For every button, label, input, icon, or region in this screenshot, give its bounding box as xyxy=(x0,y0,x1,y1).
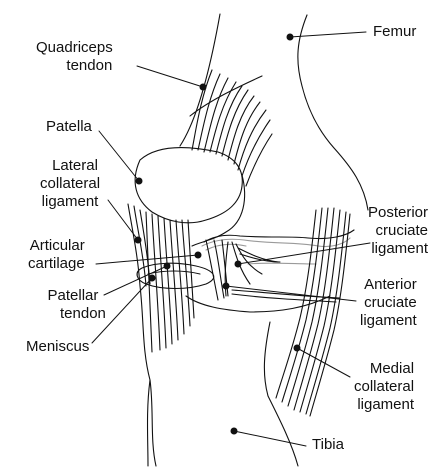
label-line: Lateral xyxy=(52,157,98,174)
label-line: Quadriceps xyxy=(36,39,113,56)
label-line: cruciate xyxy=(375,222,429,239)
meniscus-shape xyxy=(136,262,215,290)
label-line: Posterior xyxy=(368,204,429,221)
label-line: cartilage xyxy=(28,255,85,272)
medial-collateral-ligament-shape xyxy=(275,207,351,417)
label-line: ligament xyxy=(371,240,429,257)
label-medial-collateral-ligament: Medial collateral ligament xyxy=(354,360,414,414)
label-line: ligament xyxy=(41,193,99,210)
label-anterior-cruciate-ligament: Anterior cruciate ligament xyxy=(360,276,417,330)
label-line: tendon xyxy=(66,57,113,74)
label-articular-cartilage: Articular cartilage xyxy=(28,237,85,273)
label-meniscus: Meniscus xyxy=(26,338,89,356)
label-patellar-tendon: Patellar tendon xyxy=(40,287,106,323)
femur-outline xyxy=(179,13,369,211)
patella-shape xyxy=(134,147,243,224)
label-posterior-cruciate-ligament: Posterior cruciate ligament xyxy=(368,204,428,258)
cruciate-ligaments xyxy=(205,239,341,303)
label-line: Medial xyxy=(369,360,415,377)
label-line: Patella xyxy=(46,118,92,135)
leader-dots xyxy=(134,33,301,435)
label-line: collateral xyxy=(354,378,415,395)
label-line: Meniscus xyxy=(26,338,90,355)
label-line: cruciate xyxy=(364,294,417,311)
femoral-condyle xyxy=(191,174,246,247)
label-line: Patellar xyxy=(47,287,99,304)
leader-lines xyxy=(91,31,371,447)
femoral-condyle-inner xyxy=(203,229,355,243)
label-quadriceps-tendon: Quadriceps tendon xyxy=(36,39,113,75)
label-tibia: Tibia xyxy=(312,436,344,454)
label-line: Anterior xyxy=(364,276,417,293)
label-line: tendon xyxy=(60,305,106,322)
label-femur: Femur xyxy=(373,23,416,41)
label-line: Articular xyxy=(29,237,85,254)
label-line: Tibia xyxy=(312,436,344,453)
quadriceps-tendon-fibres xyxy=(189,69,273,187)
label-line: ligament xyxy=(360,312,417,329)
label-line: ligament xyxy=(357,396,415,413)
label-line: collateral xyxy=(40,175,101,192)
label-lateral-collateral-ligament: Lateral collateral ligament xyxy=(40,157,100,211)
label-line: Femur xyxy=(373,23,417,40)
label-patella: Patella xyxy=(46,118,92,136)
tibia-outline xyxy=(139,285,331,467)
patellar-tendon-fibres xyxy=(145,211,195,353)
